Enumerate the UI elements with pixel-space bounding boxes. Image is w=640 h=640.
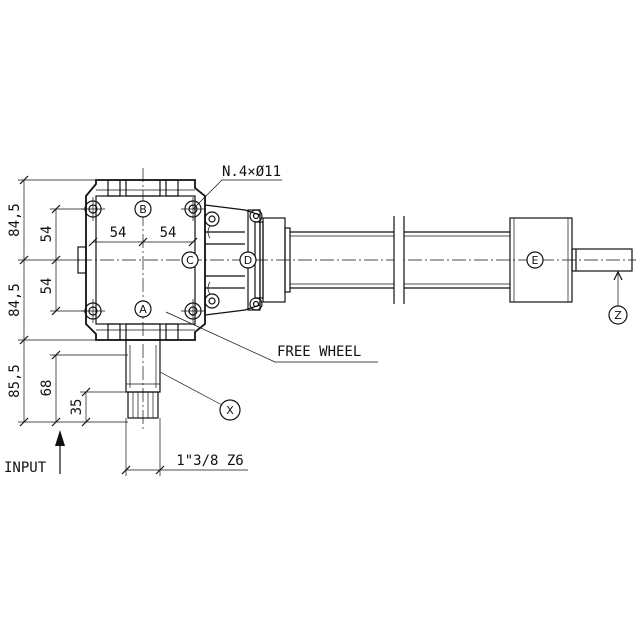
input-arrow [55,430,65,474]
dim-input-shaft: 68 [39,380,55,397]
dim-half-bolt-lower: 54 [39,278,55,295]
callout-c-label: C [186,254,194,267]
flange-hole [249,297,263,311]
callout-b: B [134,200,152,218]
holes-note: N.4×Ø11 [222,164,281,180]
input-shaft [125,339,161,419]
callout-x-label: X [226,404,234,417]
flange-hole [204,293,220,309]
dim-input-total: 85,5 [7,364,23,398]
dimension-lines-left [18,175,128,427]
flange-hole [204,211,220,227]
callout-z-label: Z [614,309,622,322]
leader-lines [159,179,623,406]
dim-height-upper: 84,5 [7,203,23,237]
callout-x: X [219,399,241,421]
dim-half-width-right: 54 [160,225,177,241]
dim-height-lower: 84,5 [7,283,23,317]
output-shaft [571,248,633,272]
callout-e: E [526,251,544,269]
dim-half-width-left: 54 [110,225,127,241]
annotation-texts: N.4×Ø11 FREE WHEEL INPUT [4,164,361,476]
dim-input-spline: 35 [69,399,85,416]
callout-b-label: B [139,203,147,216]
dim-shaft-spec: 1"3/8 Z6 [176,453,243,469]
dimension-texts: 84,5 84,5 54 54 85,5 68 35 54 54 1"3/8 Z… [7,203,244,469]
callout-a-label: A [139,303,147,316]
dimension-lines-horizontal [88,237,248,476]
callout-e-label: E [532,254,539,267]
callout-a: A [134,300,152,318]
dim-half-bolt-upper: 54 [39,226,55,243]
callout-d: D [239,251,257,269]
callout-c: C [181,251,199,269]
callout-z: Z [608,305,628,325]
free-wheel-label: FREE WHEEL [277,344,361,360]
callout-d-label: D [244,254,252,267]
input-label: INPUT [4,460,47,476]
flange-hole [249,209,263,223]
output-tube [290,216,510,304]
centerlines [78,168,636,430]
